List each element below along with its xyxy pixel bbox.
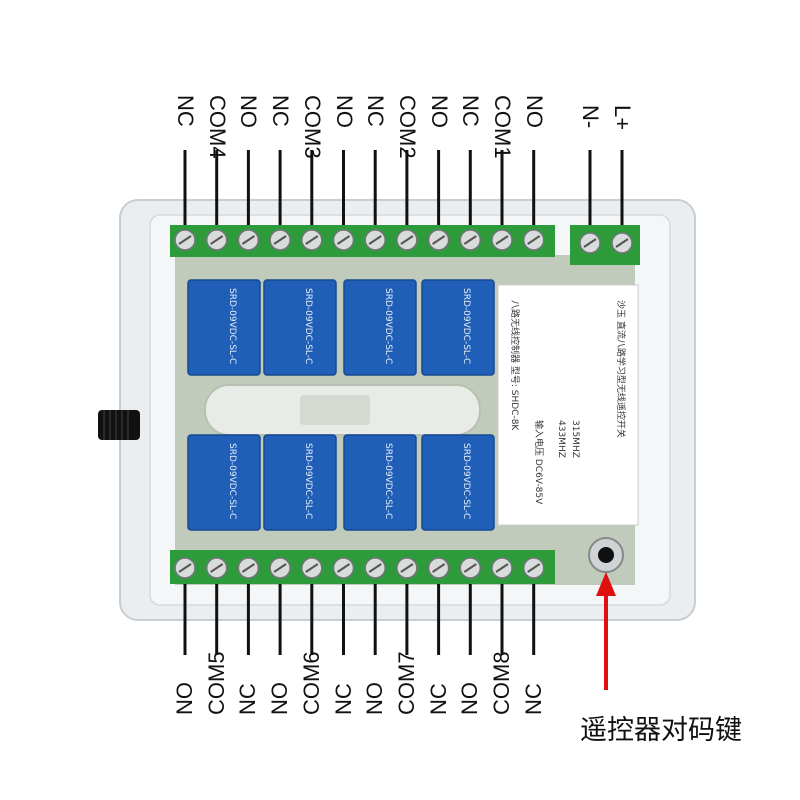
bottom-label-nc-2: NC [235, 683, 261, 715]
top-label-nc-9: NC [458, 95, 484, 127]
power-label-0: N- [578, 105, 603, 129]
bottom-label-no-3: NO [267, 682, 293, 715]
bottom-screw-8 [427, 557, 450, 579]
bottom-label-com7-7: COM7 [393, 651, 419, 715]
bottom-label-nc-8: NC [425, 683, 451, 715]
relay-model-text: SRD-09VDC-SL-C [461, 443, 471, 519]
top-screw-8 [427, 229, 450, 251]
red-arrow-head [596, 572, 616, 596]
module-label-sticker [497, 284, 639, 526]
top-label-no-2: NO [236, 95, 262, 128]
relay-model-text: SRD-09VDC-SL-C [383, 288, 393, 364]
bottom-screw-5 [332, 557, 355, 579]
bottom-label-com6-4: COM6 [298, 651, 324, 715]
top-label-nc-6: NC [363, 95, 389, 127]
top-label-nc-3: NC [268, 95, 294, 127]
pair-button-cap[interactable] [598, 547, 614, 563]
wires [183, 150, 624, 655]
top-label-com1-10: COM1 [490, 95, 515, 159]
top-screw-11 [522, 229, 545, 251]
relay-model-text: SRD-09VDC-SL-C [227, 288, 237, 364]
top-screw-9 [459, 229, 482, 251]
relay-model-text: SRD-09VDC-SL-C [303, 288, 313, 364]
bottom-screw-11 [522, 557, 545, 579]
pair-button-caption: 遥控器对码键 [580, 715, 742, 746]
relay-bottom-4: SRD-09VDC-SL-C [421, 434, 495, 531]
top-screw-10 [491, 229, 513, 251]
relay-top-4: SRD-09VDC-SL-C [421, 279, 495, 376]
top-label-com3-4: COM3 [299, 95, 325, 159]
relay-model-text: SRD-09VDC-SL-C [461, 288, 471, 364]
bottom-label-nc-11: NC [520, 683, 546, 715]
top-label-com2-7: COM2 [394, 95, 420, 159]
relays: SRD-09VDC-SL-C SRD-09VDC-SL-C SRD-09VDC-SL… [187, 279, 495, 531]
bottom-terminal-block [170, 550, 555, 584]
terminal-blocks [170, 225, 640, 584]
relay-bottom-3: SRD-09VDC-SL-C [343, 434, 417, 531]
antenna [98, 410, 140, 440]
bottom-label-no-0: NO [172, 682, 197, 715]
relay-model-text: SRD-09VDC-SL-C [383, 443, 393, 519]
bottom-screw-9 [459, 557, 482, 579]
module-freq-2: 433MHZ [556, 420, 566, 458]
relay-top-1: SRD-09VDC-SL-C [187, 279, 261, 376]
relay-model-text: SRD-09VDC-SL-C [303, 443, 313, 519]
top-label-com4-1: COM4 [204, 95, 230, 159]
crystal [300, 395, 370, 425]
top-label-nc-0: NC [173, 95, 198, 127]
top-screw-0 [174, 229, 196, 251]
bottom-screw-3 [269, 557, 291, 579]
bottom-label-com5-1: COM5 [203, 651, 229, 715]
top-screw-5 [332, 229, 355, 251]
module-title: 沙玉 直流八路学习型无线遥控开关 [615, 300, 625, 438]
relay-bottom-1: SRD-09VDC-SL-C [187, 434, 261, 531]
bottom-screw-7 [396, 557, 418, 579]
bottom-screw-2 [237, 557, 260, 579]
module-voltage: 输入电压 DC6V-85V [533, 420, 543, 505]
relay-model-text: SRD-09VDC-SL-C [227, 443, 237, 519]
relay-bottom-2: SRD-09VDC-SL-C [263, 434, 337, 531]
antenna-ridges [103, 410, 129, 440]
bottom-screw-1 [205, 557, 228, 579]
power-screw-1 [611, 232, 633, 254]
bottom-label-com8-10: COM8 [489, 651, 514, 715]
top-label-no-8: NO [426, 95, 452, 128]
bottom-screw-4 [301, 557, 323, 579]
bottom-label-no-6: NO [362, 682, 388, 715]
power-screw-0 [579, 232, 601, 254]
top-screw-3 [269, 229, 291, 251]
relay-top-2: SRD-09VDC-SL-C [263, 279, 337, 376]
bottom-screw-0 [174, 557, 196, 579]
top-label-no-5: NO [331, 95, 357, 128]
top-label-no-11: NO [521, 95, 547, 128]
bottom-screw-6 [364, 557, 386, 579]
top-screw-4 [301, 229, 323, 251]
relay-top-3: SRD-09VDC-SL-C [343, 279, 417, 376]
top-screw-2 [237, 229, 260, 251]
top-screw-1 [205, 229, 228, 251]
module-freq-1: 315MHZ [570, 420, 580, 458]
bottom-screw-10 [491, 557, 513, 579]
bottom-label-nc-5: NC [330, 683, 356, 715]
module-model: 八路无线控制器 型号: SHDC-8K [509, 300, 519, 431]
bottom-label-no-9: NO [457, 682, 483, 715]
power-label-1: L+ [610, 105, 635, 131]
top-terminal-block [170, 225, 555, 257]
top-screw-7 [396, 229, 418, 251]
top-screw-6 [364, 229, 386, 251]
